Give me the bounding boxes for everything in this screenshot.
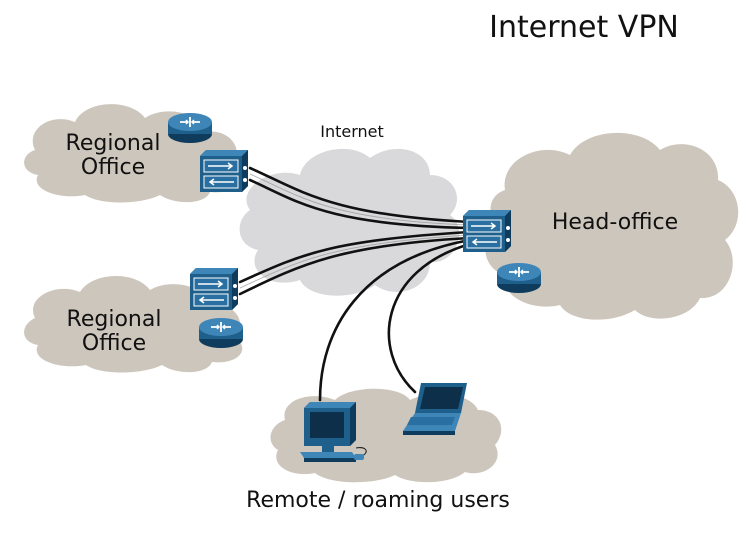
remote-users-label: Remote / roaming users bbox=[246, 488, 510, 513]
cloud-icon bbox=[485, 132, 739, 320]
head-office-label: Head-office bbox=[552, 210, 678, 235]
router-icon bbox=[497, 263, 541, 293]
vpn-firewall-icon bbox=[200, 150, 248, 192]
regional-office-top-line2: Office bbox=[81, 155, 145, 180]
tunnel-remote-desktop bbox=[318, 238, 472, 402]
tunnel-remote-laptop bbox=[387, 242, 472, 394]
desktop-computer-icon bbox=[300, 402, 367, 462]
laptop-icon bbox=[403, 383, 467, 435]
vpn-tunnels bbox=[238, 166, 472, 402]
router-icon bbox=[199, 318, 243, 348]
regional-office-bottom-line2: Office bbox=[82, 331, 146, 356]
vpn-firewall-icon bbox=[463, 210, 511, 252]
cloud-icon bbox=[24, 275, 243, 373]
tunnel-top-a bbox=[248, 166, 472, 224]
internet-label: Internet bbox=[320, 122, 384, 141]
router-icon bbox=[168, 113, 212, 143]
diagram-title: Internet VPN bbox=[489, 10, 679, 45]
regional-office-cloud-bottom bbox=[24, 275, 243, 373]
regional-office-bottom-line1: Regional bbox=[67, 307, 162, 332]
regional-office-top-line1: Regional bbox=[66, 131, 161, 156]
tunnel-bottom-a bbox=[238, 230, 472, 284]
head-office-cloud bbox=[485, 132, 739, 320]
vpn-firewall-icon bbox=[190, 268, 238, 310]
tunnel-bottom-b bbox=[238, 236, 472, 296]
tunnel-top-b bbox=[248, 178, 472, 230]
vpn-tunnels-highlight bbox=[239, 173, 471, 289]
